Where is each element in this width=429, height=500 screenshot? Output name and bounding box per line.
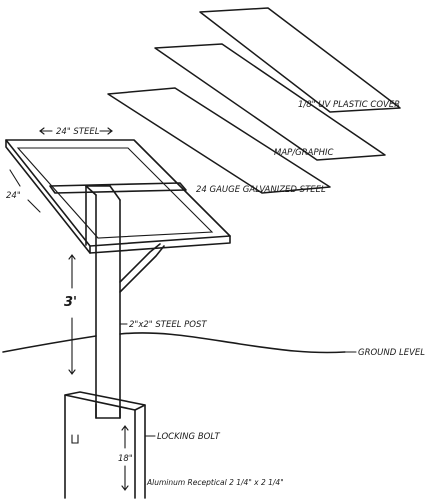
- locking-bolt-icon: [71, 434, 79, 444]
- steel-frame: [5, 139, 231, 254]
- label-galvanized-steel: 24 GAUGE GALVANIZED STEEL: [196, 185, 326, 195]
- label-ground-level: GROUND LEVEL: [358, 348, 425, 358]
- label-post-height: 3': [64, 295, 77, 310]
- dim-frame-depth: [9, 169, 41, 213]
- label-frame-depth: 24": [6, 191, 21, 201]
- dim-post-height: [68, 254, 76, 375]
- map-graphic-sheet: [154, 43, 386, 161]
- ground-line: [2, 332, 346, 354]
- label-locking-bolt: LOCKING BOLT: [157, 432, 221, 442]
- support-brace: [119, 243, 165, 293]
- label-uv-cover: 1/8" UV PLASTIC COVER: [298, 100, 400, 110]
- uv-cover-sheet: [199, 7, 401, 113]
- dim-receptacle-depth: [121, 425, 129, 491]
- steel-post: [85, 185, 121, 419]
- label-receptacle-depth: 18": [118, 454, 133, 464]
- galvanized-steel-sheet: [107, 87, 331, 194]
- label-receptacle: Aluminum Receptical 2 1/4" x 2 1/4": [146, 478, 284, 487]
- label-frame-width: 24" STEEL: [56, 127, 100, 137]
- label-steel-post: 2"x2" STEEL POST: [129, 320, 207, 330]
- dim-frame-width: [39, 127, 113, 135]
- label-map-graphic: MAP/GRAPHIC: [274, 148, 333, 158]
- aluminum-receptacle: [64, 391, 146, 499]
